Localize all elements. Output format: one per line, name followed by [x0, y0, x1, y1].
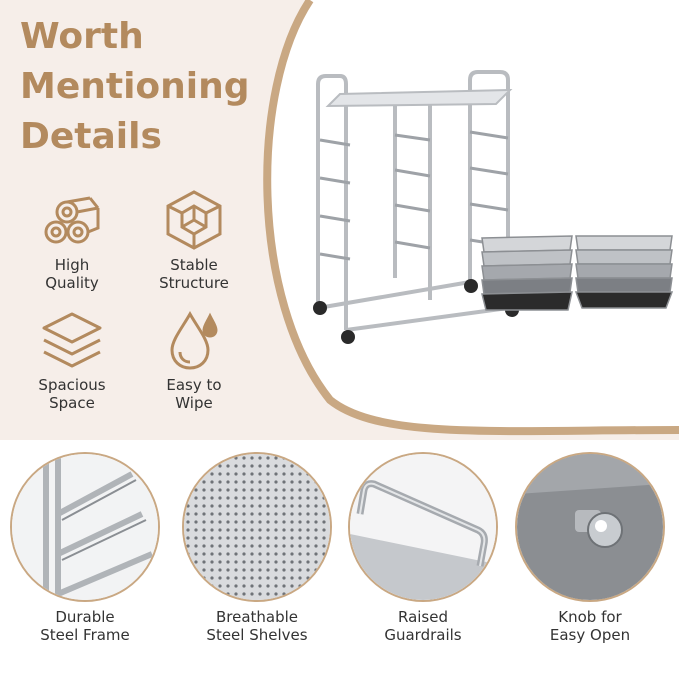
feature-spacious-space: Spacious Space: [17, 308, 127, 412]
rolls-icon: [44, 196, 100, 244]
storage-cart-illustration: [313, 70, 674, 344]
water-drop-icon: [170, 310, 218, 370]
detail-guardrails: Raised Guardrails: [348, 452, 498, 644]
cube-icon: [166, 190, 222, 250]
layers-icon: [42, 312, 102, 368]
detail-label: Durable Steel Frame: [40, 608, 130, 644]
detail-image-guardrail: [348, 452, 498, 602]
detail-image-frame: [10, 452, 160, 602]
title-line-2: Mentioning: [20, 66, 250, 107]
detail-label: Breathable Steel Shelves: [206, 608, 308, 644]
detail-steel-shelves: Breathable Steel Shelves: [182, 452, 332, 644]
detail-image-knob: [515, 452, 665, 602]
title-line-1: Worth: [20, 16, 144, 57]
feature-label: Stable Structure: [159, 256, 229, 292]
feature-label: Easy to Wipe: [166, 376, 222, 412]
feature-easy-to-wipe: Easy to Wipe: [139, 308, 249, 412]
feature-high-quality: High Quality: [17, 188, 127, 292]
feature-stable-structure: Stable Structure: [139, 188, 249, 292]
detail-label: Knob for Easy Open: [549, 608, 631, 644]
page-title: Worth Mentioning Details: [20, 12, 250, 162]
title-line-3: Details: [20, 116, 162, 157]
feature-label: High Quality: [45, 256, 99, 292]
detail-knob: Knob for Easy Open: [515, 452, 665, 644]
detail-image-shelf: [182, 452, 332, 602]
detail-steel-frame: Durable Steel Frame: [10, 452, 160, 644]
background-panel: [0, 0, 679, 440]
feature-label: Spacious Space: [38, 376, 106, 412]
detail-label: Raised Guardrails: [384, 608, 462, 644]
